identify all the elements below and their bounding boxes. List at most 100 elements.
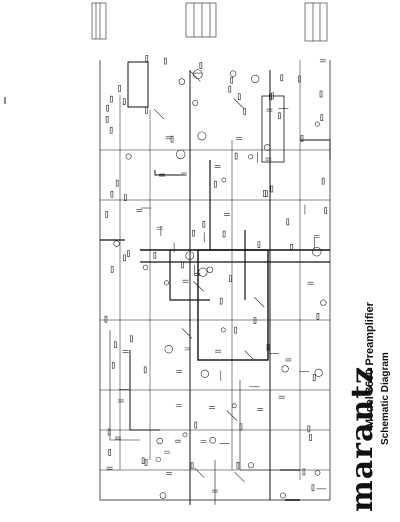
resistor (105, 211, 109, 218)
transistor (247, 462, 254, 469)
diagram-subtitle: Schematic Diagram (380, 352, 391, 445)
resistor (106, 104, 109, 112)
resistor (104, 315, 108, 323)
resistor (105, 116, 109, 123)
transistor (164, 280, 170, 286)
resistor (286, 218, 290, 226)
wire-stub (234, 471, 245, 483)
transistor (156, 437, 163, 445)
transistor (178, 78, 186, 85)
resistor (236, 462, 240, 469)
resistor (141, 457, 145, 464)
capacitor (211, 489, 218, 493)
capacitor (223, 212, 230, 216)
transistor (206, 266, 214, 273)
transistor (314, 368, 323, 377)
resistor (110, 95, 113, 103)
resistor (122, 98, 126, 105)
resistor (300, 135, 304, 142)
capacitor (166, 472, 173, 475)
capacitor (236, 136, 243, 140)
transistor (142, 264, 149, 271)
capacitor (176, 369, 183, 373)
resistor (214, 180, 217, 188)
wire-stub (193, 281, 205, 292)
resistor (194, 421, 198, 429)
transistor (220, 327, 226, 333)
wire-stub (181, 328, 193, 339)
resistor (319, 90, 323, 98)
resistor (324, 207, 327, 214)
resistor (307, 425, 311, 433)
resistor (321, 177, 325, 185)
resistor (266, 344, 270, 351)
resistor (234, 326, 237, 334)
capacitor (313, 234, 320, 238)
resistor (234, 152, 238, 160)
capacitor (165, 136, 172, 140)
connector-block-center (185, 2, 217, 38)
transistor (200, 369, 209, 378)
resistor (230, 76, 234, 84)
capacitor (156, 226, 163, 230)
resistor (311, 484, 315, 492)
capacitor (114, 436, 121, 440)
transistor (175, 149, 186, 160)
resistor (181, 261, 184, 269)
capacitor (319, 59, 326, 63)
resistor (262, 190, 266, 197)
wire-stub (190, 71, 201, 82)
resistor (109, 126, 113, 134)
resistor (111, 361, 115, 369)
resistor (239, 423, 243, 431)
resistor (219, 297, 223, 305)
wire-stub (244, 350, 255, 361)
transistor (198, 267, 208, 277)
transistor (251, 74, 260, 84)
resistor (110, 190, 114, 198)
resistor (228, 85, 232, 93)
resistor (237, 93, 241, 101)
capacitor (182, 279, 189, 283)
resistor (290, 244, 293, 251)
resistor (145, 107, 148, 114)
capacitor (307, 281, 314, 285)
resistor (270, 185, 274, 193)
resistor (124, 194, 127, 201)
transistor (280, 492, 286, 499)
resistor (202, 220, 206, 228)
resistor (130, 335, 133, 343)
resistor (145, 55, 149, 62)
resistor (110, 266, 114, 273)
resistor (163, 57, 167, 65)
transistor (155, 456, 161, 463)
capacitor (180, 172, 187, 176)
module-box-center (197, 249, 269, 361)
wire-stub (153, 108, 165, 120)
capacitor (285, 358, 292, 362)
resistor (127, 250, 130, 257)
capacitor (122, 350, 129, 353)
resistor (257, 241, 261, 249)
resistor (316, 313, 320, 320)
transistor (314, 470, 321, 476)
transistor (314, 121, 320, 127)
capacitor (215, 349, 222, 353)
resistor (114, 341, 117, 349)
resistor (309, 434, 312, 441)
transistor (320, 299, 327, 306)
resistor (190, 462, 194, 469)
resistor (265, 190, 268, 198)
transistor (185, 251, 195, 260)
capacitor (209, 406, 216, 409)
resistor (320, 114, 324, 122)
transistor (125, 153, 132, 160)
module-box-top-right (261, 95, 285, 163)
capacitor (136, 209, 143, 212)
capacitor (257, 408, 264, 411)
transistor (248, 154, 254, 160)
resistor (123, 254, 126, 262)
transistor (221, 177, 227, 183)
